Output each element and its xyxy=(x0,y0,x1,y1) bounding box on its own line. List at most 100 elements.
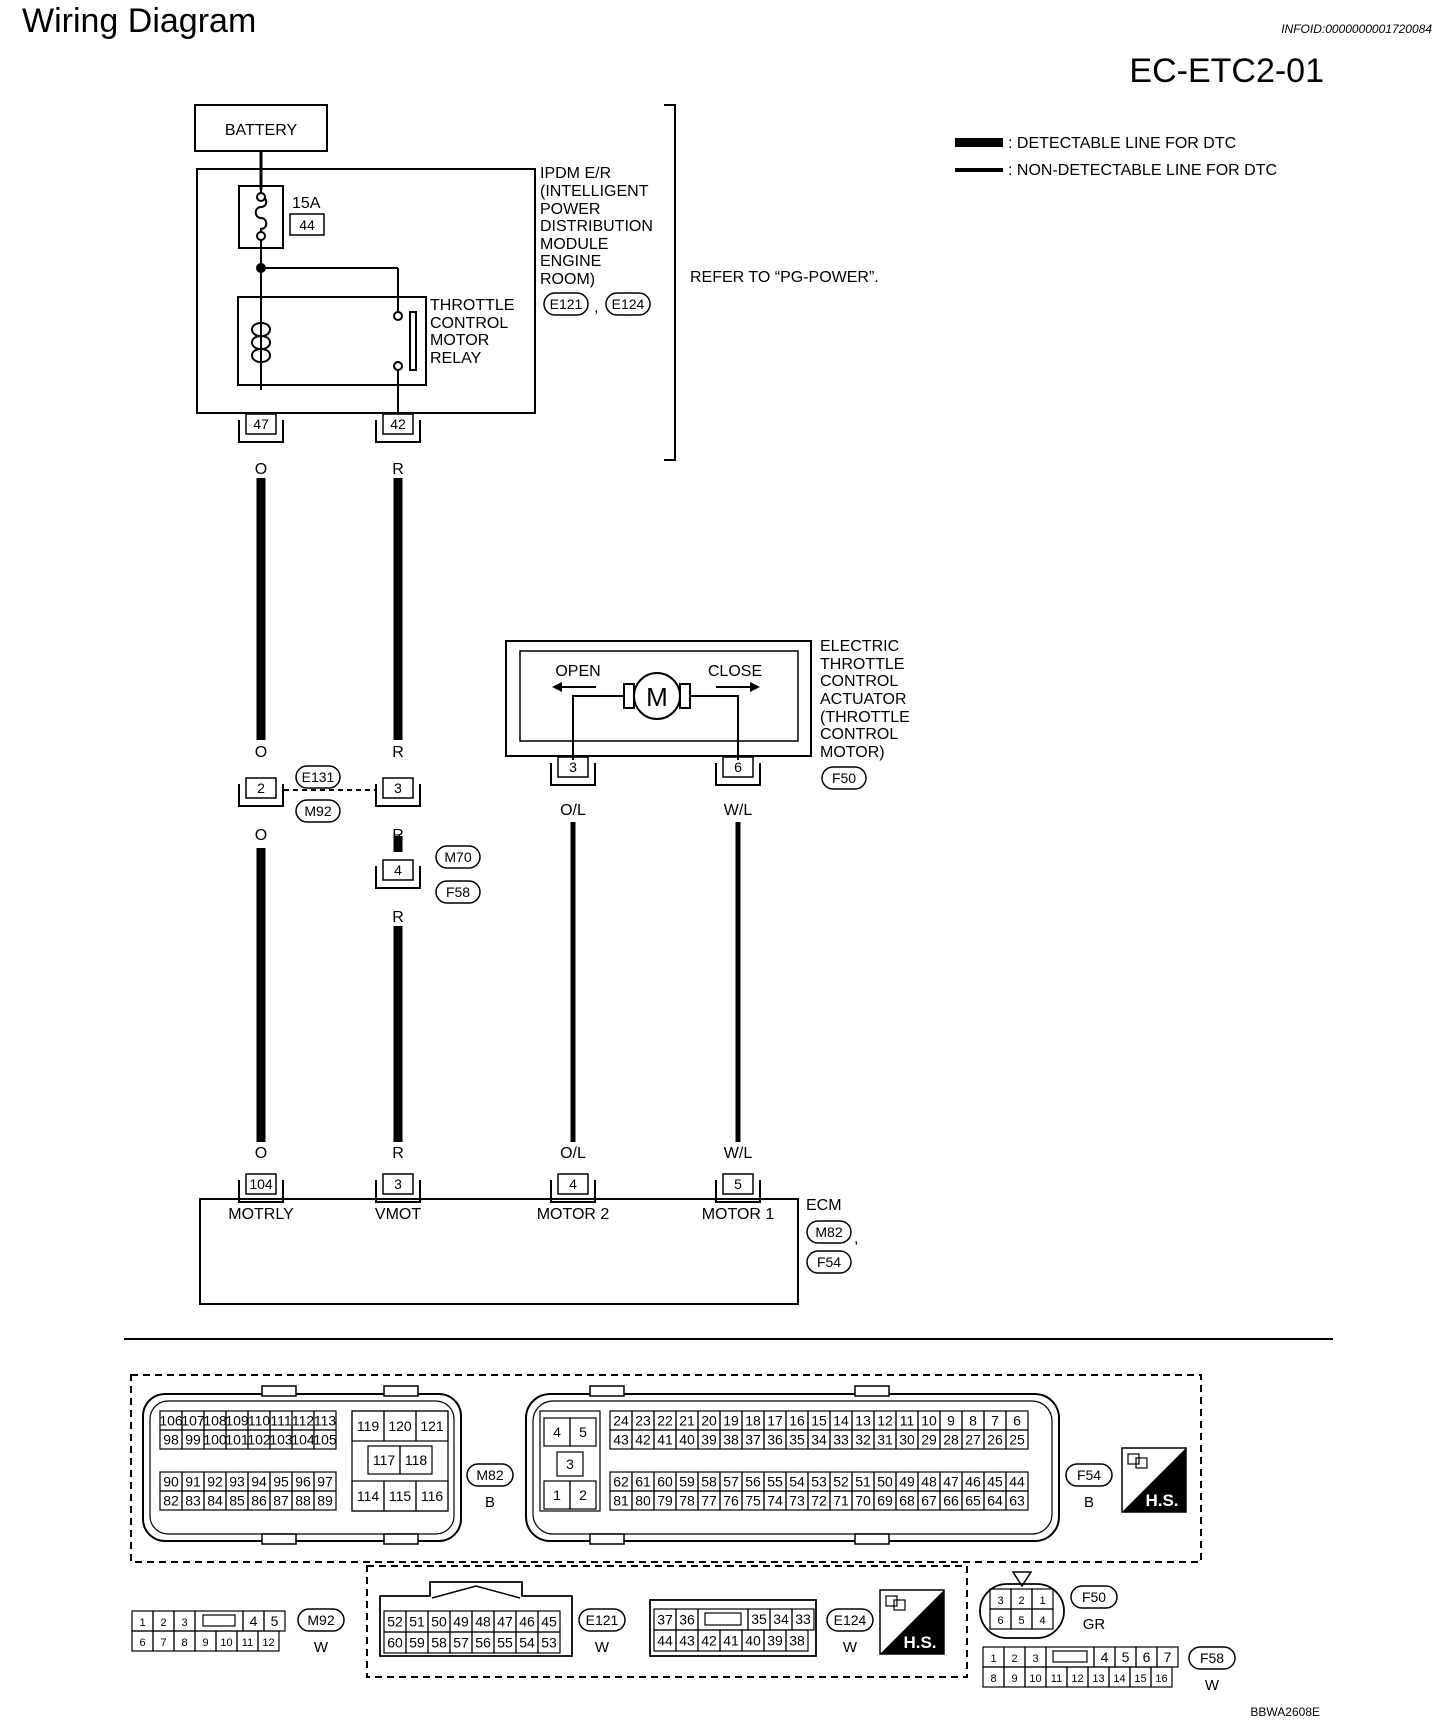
e124-pin: 36 xyxy=(679,1612,695,1628)
f58-pin: 9 xyxy=(1011,1673,1017,1685)
f54-pin: 1 xyxy=(553,1487,561,1503)
f54-pin: 41 xyxy=(657,1432,673,1448)
m92-pin: 6 xyxy=(139,1637,145,1649)
connector-id-oval xyxy=(1065,1463,1113,1487)
f58-pin: 1 xyxy=(990,1653,996,1665)
f54-pin: 80 xyxy=(635,1493,651,1509)
actuator-label-5: CONTROL xyxy=(820,726,898,743)
wire-color-r: R xyxy=(392,1145,404,1162)
m82-pin: 111 xyxy=(270,1413,291,1429)
f58-id: F58 xyxy=(1200,1650,1224,1666)
wire-color-labels: O R O R O R R O/L W/L O R O/L W/L xyxy=(255,461,753,1162)
m82-id: M82 xyxy=(476,1467,503,1483)
f54-pin: 14 xyxy=(833,1413,849,1429)
ecm-connector-m82: M82 xyxy=(815,1224,842,1240)
connector-id-oval xyxy=(578,1608,626,1632)
connector-key-slot xyxy=(704,1612,742,1626)
e124-pin: 34 xyxy=(773,1611,789,1627)
ipdm-connector-2: E124 xyxy=(612,296,645,312)
hs-triangle xyxy=(880,1590,944,1654)
f54-pin: 40 xyxy=(679,1432,695,1448)
m82-pin: 107 xyxy=(181,1413,205,1429)
f54-pin: 28 xyxy=(943,1432,959,1448)
relay-label-2: MOTOR xyxy=(430,332,489,349)
f50-color: GR xyxy=(1083,1616,1106,1633)
m92-id: M92 xyxy=(307,1612,334,1628)
f54-pin: 19 xyxy=(723,1413,739,1429)
terminal-bracket xyxy=(375,784,421,807)
f58-pin: 12 xyxy=(1071,1673,1083,1685)
f58-pin: 4 xyxy=(1101,1649,1109,1665)
m82-pin: 84 xyxy=(207,1493,223,1509)
terminal-pin: 42 xyxy=(390,416,406,432)
terminal-pin: 4 xyxy=(569,1176,577,1192)
wire-color-r: R xyxy=(392,744,404,761)
ecm-pin-104: 104 xyxy=(238,1173,284,1203)
f54-pin: 51 xyxy=(855,1474,871,1490)
connector-key-slot xyxy=(202,1614,236,1627)
connector-key-arrow xyxy=(1011,1571,1033,1588)
e124-pin: 39 xyxy=(767,1633,783,1649)
connector-latch xyxy=(589,1533,625,1545)
m82-pin: 91 xyxy=(185,1474,201,1490)
m92-pin: 10 xyxy=(220,1637,232,1649)
m82-pin: 98 xyxy=(163,1432,179,1448)
terminal-box xyxy=(245,777,277,799)
e121-pin: 56 xyxy=(475,1635,491,1651)
f54-pin: 65 xyxy=(965,1493,981,1509)
f54-pin: 50 xyxy=(877,1474,893,1490)
f54-pin: 33 xyxy=(833,1432,849,1448)
ipdm-label-2: POWER xyxy=(540,201,600,218)
f50-pin: 5 xyxy=(1018,1615,1024,1627)
f54-pin: 77 xyxy=(701,1493,717,1509)
ecm-pin-3: 3 xyxy=(375,1173,421,1203)
e124-pin: 43 xyxy=(679,1633,695,1649)
f54-pin: 60 xyxy=(657,1474,673,1490)
f50-pin: 2 xyxy=(1018,1595,1024,1607)
relay-label-0: THROTTLE xyxy=(430,297,514,314)
f54-pin: 48 xyxy=(921,1474,937,1490)
e121-pin: 48 xyxy=(475,1614,491,1630)
actuator-inner-box xyxy=(519,650,799,742)
f54-left-block xyxy=(539,1410,601,1512)
actuator-label-4: (THROTTLE xyxy=(820,709,910,726)
ipdm-connector-oval-2 xyxy=(605,292,651,316)
ecm-connector-comma: , xyxy=(854,1230,858,1247)
terminal-bracket xyxy=(550,1180,596,1203)
f54-pin: 18 xyxy=(745,1413,761,1429)
e124-pin: 42 xyxy=(701,1633,717,1649)
f54-pin: 64 xyxy=(987,1493,1003,1509)
m92-pin: 12 xyxy=(262,1637,274,1649)
m92-color: W xyxy=(314,1639,329,1656)
terminal-bracket xyxy=(550,763,596,786)
ecm-connector-oval xyxy=(806,1250,852,1274)
connector-latch xyxy=(261,1533,297,1545)
ipdm-label-3: DISTRIBUTION xyxy=(540,218,653,235)
m82-pin: 93 xyxy=(229,1474,245,1490)
m82-pin: 92 xyxy=(207,1474,223,1490)
ecm-connectors-dashed-frame xyxy=(130,1374,1202,1563)
pin-cell xyxy=(556,1451,584,1477)
wire-color-o: O xyxy=(255,827,267,844)
connector-latch xyxy=(261,1385,297,1397)
m82-pin: 116 xyxy=(421,1488,444,1504)
joint-oval xyxy=(295,765,341,789)
f50-pin: 6 xyxy=(997,1615,1003,1627)
m82-pin: 112 xyxy=(292,1413,315,1429)
terminal-box xyxy=(382,777,414,799)
hs-label: H.S. xyxy=(1145,1491,1178,1510)
pin-cell xyxy=(569,1480,597,1510)
f54-pin: 13 xyxy=(855,1413,871,1429)
ecm-box xyxy=(199,1198,799,1305)
wire-color-o: O xyxy=(255,461,267,478)
f54-pin: 25 xyxy=(1009,1432,1025,1448)
hs-icon xyxy=(893,1599,906,1611)
f54-pin: 22 xyxy=(657,1413,673,1429)
hs-badge-ipdm: H.S. xyxy=(879,1589,945,1655)
f58-pin: 7 xyxy=(1164,1649,1172,1665)
connector-housing-inner xyxy=(532,1400,1053,1535)
connector-latch xyxy=(383,1533,419,1545)
